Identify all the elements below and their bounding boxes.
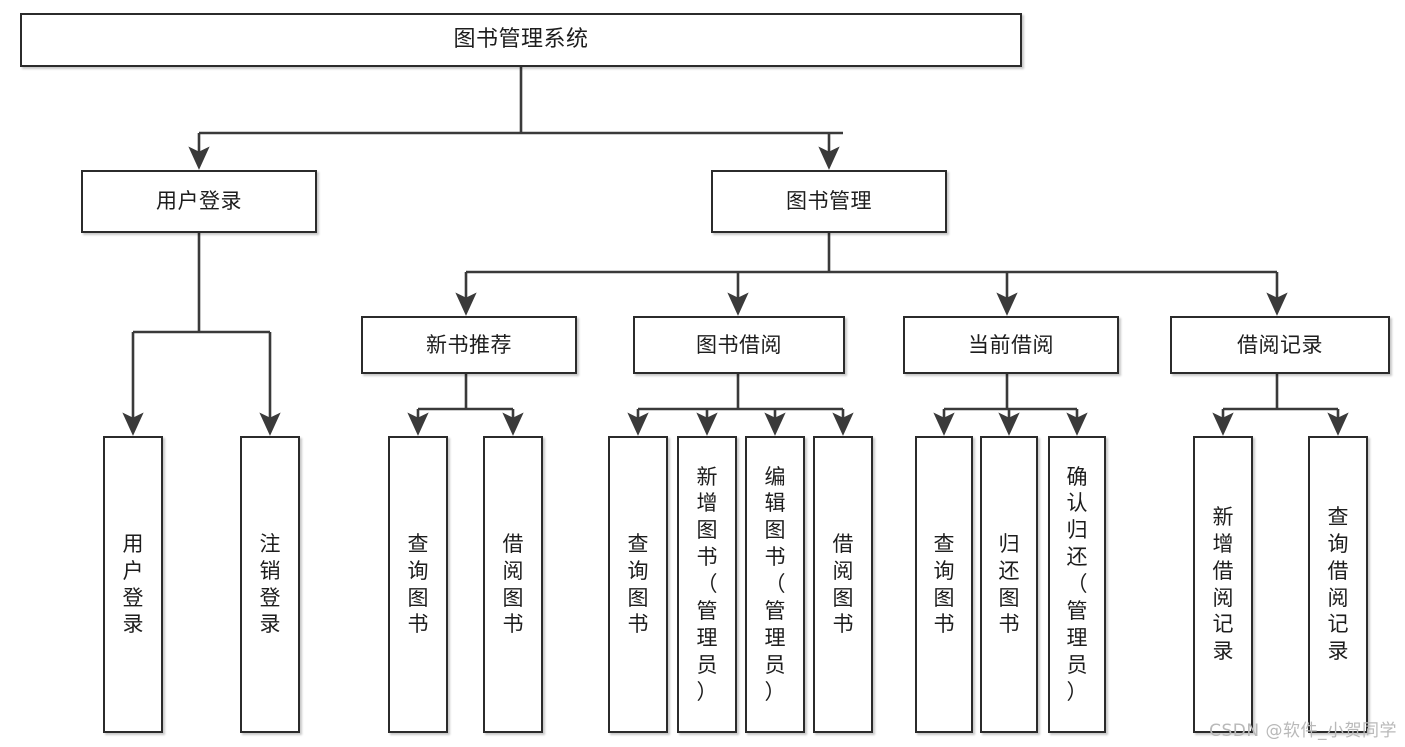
node-leaf-add-book-admin-label: 新 增 图 书 （ 管 理 员 ） [696, 464, 718, 704]
node-leaf-borrow-book-1-label: 借 阅 图 书 [502, 531, 524, 637]
node-leaf-borrow-book-1[interactable]: 借 阅 图 书 [483, 436, 543, 733]
node-user-login-label: 用户登录 [156, 189, 242, 214]
node-leaf-add-borrow-record-label: 新 增 借 阅 记 录 [1212, 504, 1234, 664]
node-user-login[interactable]: 用户登录 [81, 170, 317, 233]
node-borrow-record-label: 借阅记录 [1237, 332, 1323, 357]
node-new-book-recommend-label: 新书推荐 [426, 332, 512, 357]
node-leaf-confirm-return-admin-label: 确 认 归 还 （ 管 理 员 ） [1066, 464, 1088, 704]
node-borrow-record[interactable]: 借阅记录 [1170, 316, 1390, 374]
node-leaf-edit-book-admin-label: 编 辑 图 书 （ 管 理 员 ） [764, 464, 786, 704]
node-leaf-add-book-admin[interactable]: 新 增 图 书 （ 管 理 员 ） [677, 436, 737, 733]
node-leaf-query-book-1[interactable]: 查 询 图 书 [388, 436, 448, 733]
node-leaf-confirm-return-admin[interactable]: 确 认 归 还 （ 管 理 员 ） [1048, 436, 1106, 733]
node-leaf-query-book-2[interactable]: 查 询 图 书 [608, 436, 668, 733]
node-leaf-query-borrow-record-label: 查 询 借 阅 记 录 [1327, 504, 1349, 664]
node-leaf-logout-login-label: 注 销 登 录 [259, 531, 281, 637]
csdn-watermark: CSDN @软件_小贺同学 [1209, 721, 1397, 741]
node-leaf-user-login[interactable]: 用 户 登 录 [103, 436, 163, 733]
node-leaf-query-borrow-record[interactable]: 查 询 借 阅 记 录 [1308, 436, 1368, 733]
node-leaf-query-book-2-label: 查 询 图 书 [627, 531, 649, 637]
node-leaf-borrow-book-2-label: 借 阅 图 书 [832, 531, 854, 637]
node-leaf-edit-book-admin[interactable]: 编 辑 图 书 （ 管 理 员 ） [745, 436, 805, 733]
node-leaf-query-book-3[interactable]: 查 询 图 书 [915, 436, 973, 733]
node-leaf-logout-login[interactable]: 注 销 登 录 [240, 436, 300, 733]
node-book-manage[interactable]: 图书管理 [711, 170, 947, 233]
node-leaf-add-borrow-record[interactable]: 新 增 借 阅 记 录 [1193, 436, 1253, 733]
node-root[interactable]: 图书管理系统 [20, 13, 1022, 67]
node-current-borrow-label: 当前借阅 [968, 332, 1054, 357]
node-leaf-query-book-3-label: 查 询 图 书 [933, 531, 955, 637]
node-leaf-borrow-book-2[interactable]: 借 阅 图 书 [813, 436, 873, 733]
node-leaf-return-book-label: 归 还 图 书 [998, 531, 1020, 637]
node-current-borrow[interactable]: 当前借阅 [903, 316, 1119, 374]
node-leaf-return-book[interactable]: 归 还 图 书 [980, 436, 1038, 733]
node-book-borrow[interactable]: 图书借阅 [633, 316, 845, 374]
node-book-borrow-label: 图书借阅 [696, 332, 782, 357]
node-new-book-recommend[interactable]: 新书推荐 [361, 316, 577, 374]
node-root-label: 图书管理系统 [453, 27, 589, 53]
node-leaf-user-login-label: 用 户 登 录 [122, 531, 144, 637]
node-leaf-query-book-1-label: 查 询 图 书 [407, 531, 429, 637]
node-book-manage-label: 图书管理 [786, 189, 872, 214]
